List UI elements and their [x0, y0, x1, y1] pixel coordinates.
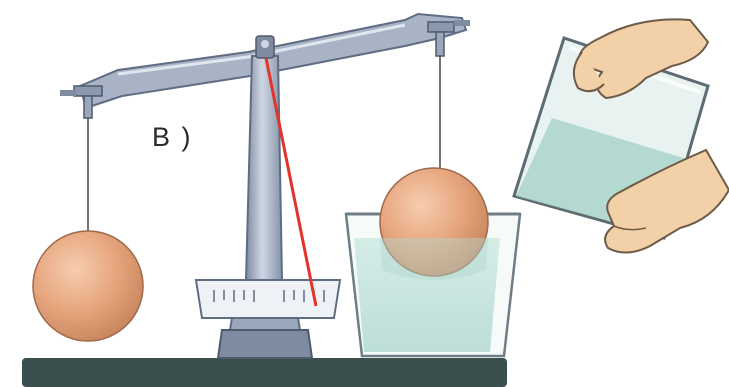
- scale-dial: [196, 280, 340, 318]
- left-hanger-clamp: [60, 86, 102, 232]
- figure-label: B ): [152, 122, 193, 153]
- right-hanger-clamp: [428, 20, 470, 172]
- right-ball: [380, 168, 488, 280]
- left-ball: [33, 231, 143, 341]
- table-surface: [22, 358, 507, 387]
